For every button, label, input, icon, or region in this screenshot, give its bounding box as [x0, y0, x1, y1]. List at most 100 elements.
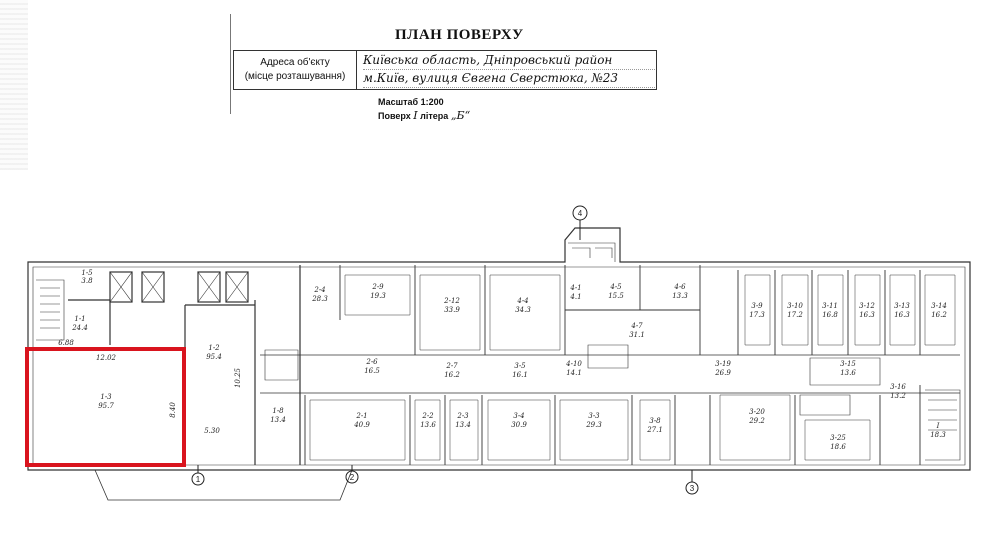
litera-value: „Б“ [450, 109, 471, 122]
small-rooms [264, 344, 881, 416]
fold-line [230, 14, 231, 114]
room-2-6-area: 16.5 [364, 367, 380, 375]
scale-label: Масштаб 1:200 [378, 97, 444, 107]
room-4-5-area: 15.5 [608, 292, 624, 300]
room-3-8-area: 27.1 [646, 426, 663, 434]
address-line2: м.Київ, вулиця Євгена Сверстюка, №23 [363, 70, 655, 88]
address-label-cell: Адреса об'єкту (місце розташування) [233, 50, 357, 90]
room-3-12-area: 16.3 [859, 311, 875, 319]
room-2-1-id: 2-1 [355, 412, 367, 420]
room-1-3-id: 1-3 [100, 393, 112, 401]
building-outline [27, 227, 971, 471]
room-1-1-id: 1-1 [74, 315, 85, 323]
address-line1: Київська область, Дніпровський район [363, 52, 655, 70]
elevator-cross [109, 271, 249, 303]
south-rooms [304, 385, 921, 465]
stair-right [925, 389, 961, 461]
dimension-width: 12.02 [96, 354, 117, 362]
room-3-5-area: 16.1 [512, 371, 528, 379]
room-1-8-area: 13.4 [270, 416, 286, 424]
address-table: Адреса об'єкту (місце розташування) Київ… [233, 50, 657, 90]
room-4-6-id: 4-6 [673, 283, 686, 291]
room-4-1-area: 4.1 [569, 293, 581, 301]
litera-label: літера [420, 111, 449, 121]
stair-left [36, 279, 65, 341]
corridor-wall [260, 354, 700, 394]
room-3-9-area: 17.3 [749, 311, 765, 319]
room-3-11-id: 3-11 [822, 302, 838, 310]
room-3-3-id: 3-3 [588, 412, 600, 420]
room-1-2-id: 1-2 [208, 344, 220, 352]
north-rooms [339, 265, 921, 355]
room-3-15-area: 13.6 [840, 369, 856, 377]
corridor-wall-east [700, 354, 960, 394]
room-I-id: I [936, 422, 940, 430]
room-3-14-area: 16.2 [931, 311, 947, 319]
axis-marker-1: 1 [196, 475, 201, 484]
room-3-8-id: 3-8 [649, 417, 661, 425]
dimension-corridor: 5.30 [204, 427, 220, 435]
axis-marker-3: 3 [690, 484, 695, 493]
north-rooms-inner [344, 274, 956, 351]
room-2-12-area: 33.9 [444, 306, 460, 314]
room-4-4-id: 4-4 [516, 297, 528, 305]
scale-block: Масштаб 1:200 Поверх І літера „Б“ [378, 96, 470, 123]
room-2-7-area: 16.2 [444, 371, 460, 379]
north-stair-tower [568, 242, 616, 262]
room-4-5-id: 4-5 [609, 283, 622, 291]
room-4-10-id: 4-10 [565, 360, 582, 368]
elevator-4 [225, 271, 249, 303]
south-rooms-inner [309, 394, 871, 461]
room-2-1-area: 40.9 [353, 421, 370, 429]
room-1-1-area: 24.4 [71, 324, 88, 332]
room-3-14-id: 3-14 [931, 302, 947, 310]
room-3-9-id: 3-9 [751, 302, 763, 310]
room-3-16-area: 13.2 [890, 392, 906, 400]
room-2-9-id: 2-9 [371, 283, 384, 291]
floor-line: Поверх І літера „Б“ [378, 109, 470, 123]
address-label-line2: (місце розташування) [244, 71, 346, 82]
room-3-4-id: 3-4 [513, 412, 524, 420]
room-2-4-id: 2-4 [313, 286, 325, 294]
room-2-3-area: 13.4 [455, 421, 471, 429]
floor-value: І [413, 109, 418, 122]
room-3-5-id: 3-5 [514, 362, 526, 370]
room-2-7-id: 2-7 [445, 362, 458, 370]
room-2-3-id: 2-3 [456, 412, 469, 420]
room-3-20-area: 29.2 [748, 417, 765, 425]
room-3-11-area: 16.8 [822, 311, 838, 319]
axis-marker-4: 4 [578, 209, 583, 218]
axis-marker-2: 2 [350, 473, 355, 482]
canopy-outline [94, 469, 353, 501]
room-3-25-area: 18.6 [830, 443, 846, 451]
scan-edge-artifact [0, 0, 28, 170]
room-2-6-id: 2-6 [365, 358, 378, 366]
room-3-19-area: 26.9 [714, 369, 731, 377]
room-4-7-id: 4-7 [630, 322, 643, 330]
room-3-10-area: 17.2 [787, 311, 803, 319]
room-3-20-id: 3-20 [749, 408, 765, 416]
room-1-2-area: 95.4 [206, 353, 222, 361]
room-3-13-area: 16.3 [894, 311, 910, 319]
room-2-2-area: 13.6 [420, 421, 436, 429]
highlighted-room-outline [25, 347, 186, 467]
room-3-15-id: 3-15 [840, 360, 856, 368]
room-I-area: 18.3 [930, 431, 946, 439]
axis-marker-lines [197, 220, 693, 482]
room-4-4-area: 34.3 [515, 306, 531, 314]
room-3-19-id: 3-19 [715, 360, 731, 368]
room-1-5-id: 1-5 [81, 269, 93, 277]
room-4-6-area: 13.3 [672, 292, 688, 300]
dimension-hall: 10.25 [234, 367, 242, 388]
room-3-12-id: 3-12 [859, 302, 875, 310]
address-label-line1: Адреса об'єкту [260, 57, 330, 68]
outer-wall-inner [32, 266, 966, 466]
room-2-4-area: 28.3 [311, 295, 328, 303]
room-2-9-area: 19.3 [370, 292, 386, 300]
room-1-8-id: 1-8 [272, 407, 284, 415]
room-3-4-area: 30.9 [511, 421, 527, 429]
floor-label: Поверх [378, 111, 411, 121]
room-1-3-area: 95.7 [98, 402, 114, 410]
room-2-2-id: 2-2 [421, 412, 434, 420]
